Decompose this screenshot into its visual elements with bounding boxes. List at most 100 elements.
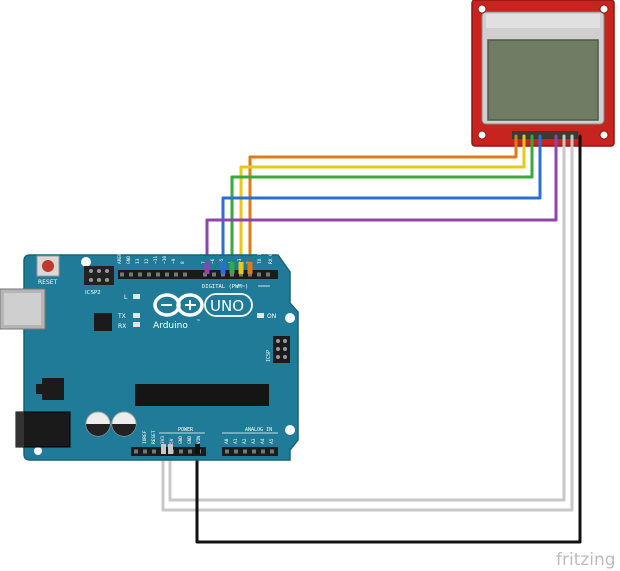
usb-connector-inner xyxy=(4,293,41,325)
led-tx xyxy=(133,313,140,318)
a4-label: A4 xyxy=(260,438,266,444)
icsp-header xyxy=(273,336,290,363)
voltage-regulator-tab xyxy=(36,384,42,394)
power-socket-2 xyxy=(152,449,156,454)
capacitor-2 xyxy=(111,411,137,437)
analog-header xyxy=(222,447,278,456)
lcd-mount-hole-br xyxy=(599,130,609,140)
pin-6-label: ~6 xyxy=(210,258,216,264)
gnd-2-label: GND xyxy=(187,436,193,444)
reset-label: RESET xyxy=(38,279,58,286)
digital-socket-a-3 xyxy=(147,272,151,277)
lcd-bezel-top xyxy=(486,14,600,28)
digital-socket-b-2 xyxy=(221,272,225,277)
digital-socket-b-4 xyxy=(239,272,243,277)
icsp2-header xyxy=(84,266,114,285)
wire-white-1 xyxy=(168,134,566,502)
led-l-label: L xyxy=(124,294,128,301)
lcd-header-pins xyxy=(512,131,578,139)
pin-7-label: 7 xyxy=(201,261,207,264)
wire-blue xyxy=(221,134,542,270)
digital-socket-b-6 xyxy=(257,272,261,277)
led-tx-label: TX xyxy=(117,313,126,320)
analog-socket-4 xyxy=(261,449,265,454)
board-hole-1 xyxy=(81,257,91,267)
digital-pin-labels: AREF GND 13 12 ~11 ~10 ~9 8 7 ~6 ~5 4 ~3… xyxy=(117,253,274,264)
arduino-board: RESET ICSP2 AREF GND 13 12 ~11 ~10 ~9 8 … xyxy=(0,253,299,461)
digital-socket-b-5 xyxy=(248,272,252,277)
lcd-mount-hole-tl xyxy=(477,4,487,14)
pin-5-label: ~5 xyxy=(219,258,225,264)
wire-green xyxy=(230,134,534,270)
uno-badge xyxy=(204,293,253,317)
digital-socket-a-4 xyxy=(156,272,160,277)
usb-chip xyxy=(94,313,112,331)
digital-socket-a-6 xyxy=(174,272,178,277)
dc-jack-side xyxy=(16,412,24,447)
analog-socket-5 xyxy=(270,449,274,454)
wire-yellow xyxy=(239,134,526,270)
a2-label: A2 xyxy=(242,438,248,444)
pin-11-label: ~11 xyxy=(153,256,159,264)
board-hole-4 xyxy=(34,447,42,455)
digital-socket-a-2 xyxy=(138,272,142,277)
digital-socket-a-0 xyxy=(120,272,124,277)
a1-label: A1 xyxy=(233,438,239,444)
digital-header xyxy=(118,270,278,279)
led-l xyxy=(133,294,140,299)
lcd-screen xyxy=(487,39,599,121)
aref-label: AREF xyxy=(117,253,123,264)
wires xyxy=(161,134,582,544)
analog-socket-0 xyxy=(225,449,229,454)
gnd-1-label: GND xyxy=(178,436,184,444)
pin-12-label: 12 xyxy=(144,258,150,264)
power-pin-labels: IOREF RESET 3V3 5V GND GND VIN xyxy=(142,430,202,444)
a5-label: A5 xyxy=(269,438,275,444)
analog-label: ANALOG IN xyxy=(245,427,272,433)
lcd-mount-hole-tr xyxy=(599,4,609,14)
board-hole-2 xyxy=(285,313,295,323)
power-label: POWER xyxy=(178,427,194,433)
fritzing-watermark: fritzing xyxy=(556,550,616,570)
wire-ends xyxy=(161,262,253,454)
pin-3-label: ~3 xyxy=(237,258,243,264)
led-rx-label: RX xyxy=(118,323,126,330)
board-pcb xyxy=(23,254,299,461)
brand-tm: ™ xyxy=(196,319,201,325)
reset-pin-label: RESET xyxy=(151,430,157,444)
brand-label: Arduino xyxy=(153,321,188,331)
analog-pin-labels: A0 A1 A2 A3 A4 A5 xyxy=(224,438,275,444)
digital-socket-b-0 xyxy=(203,272,207,277)
analog-socket-3 xyxy=(252,449,256,454)
icsp-label: ICSP xyxy=(266,350,272,362)
icsp2-label: ICSP2 xyxy=(85,290,101,296)
power-socket-6 xyxy=(188,449,192,454)
uno-label: UNO xyxy=(210,297,244,315)
power-socket-1 xyxy=(143,449,147,454)
power-socket-0 xyxy=(134,449,138,454)
pin-9-label: ~9 xyxy=(171,258,177,264)
wire-black xyxy=(195,134,582,544)
pin-rx-label: RX 0 xyxy=(268,253,274,264)
lcd-mount-hole-bl xyxy=(477,130,487,140)
board-hole-3 xyxy=(285,425,295,435)
a3-label: A3 xyxy=(251,438,257,444)
pin-13-label: 13 xyxy=(135,258,141,264)
reset-button-cap xyxy=(42,260,54,272)
digital-socket-a-7 xyxy=(183,272,187,277)
gnd-label: GND xyxy=(126,256,132,264)
wire-orange xyxy=(248,134,518,270)
digital-label: DIGITAL (PWM~) xyxy=(202,284,248,290)
digital-socket-b-3 xyxy=(230,272,234,277)
analog-socket-2 xyxy=(243,449,247,454)
pin-8-label: 8 xyxy=(180,261,186,264)
power-socket-5 xyxy=(179,449,183,454)
5v-label: 5V xyxy=(169,438,175,444)
pin-10-label: ~10 xyxy=(162,256,168,264)
digital-socket-a-5 xyxy=(165,272,169,277)
digital-socket-b-7 xyxy=(266,272,270,277)
a0-label: A0 xyxy=(224,438,230,444)
atmega-chip xyxy=(135,384,269,406)
vin-label: VIN xyxy=(196,436,202,444)
